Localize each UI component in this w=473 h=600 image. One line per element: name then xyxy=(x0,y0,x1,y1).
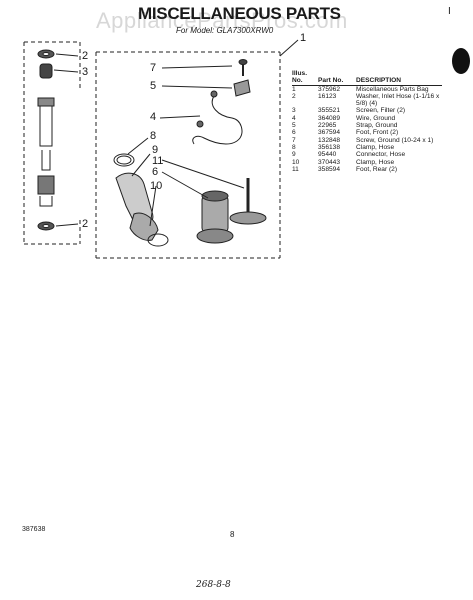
page-title: MISCELLANEOUS PARTS xyxy=(138,4,341,23)
parts-bag-frame xyxy=(23,41,281,259)
ground-screw xyxy=(238,59,248,76)
callout-1: 1 xyxy=(300,32,307,44)
handwritten-note: 268-8-8 xyxy=(196,580,231,590)
rear-foot xyxy=(229,178,267,225)
column-header-description: DESCRIPTION xyxy=(356,77,402,85)
watermark-logo: AppliancePartsPros.com xyxy=(96,8,348,33)
callout-3: 3 xyxy=(82,66,89,78)
callout-10: 10 xyxy=(150,180,163,192)
corner-mark: I xyxy=(448,6,451,17)
table-header: Illus. No. Part No. DESCRIPTION xyxy=(292,70,442,86)
column-header-illus: Illus. No. xyxy=(292,70,308,85)
callout-2-lower: 2 xyxy=(82,218,89,230)
callout-6: 6 xyxy=(152,166,159,178)
callout-11: 11 xyxy=(152,155,164,167)
model-line: For Model: GLA7300XRW0 xyxy=(176,26,274,35)
callout-2: 2 xyxy=(82,50,89,62)
inlet-hose xyxy=(37,49,55,231)
callout-5: 5 xyxy=(150,80,157,92)
page-number: 8 xyxy=(230,530,235,539)
front-foot xyxy=(196,190,234,244)
callout-9: 9 xyxy=(152,144,159,156)
callout-7: 7 xyxy=(150,62,157,74)
callout-4: 4 xyxy=(150,111,157,123)
ground-strap xyxy=(233,79,251,97)
punch-hole xyxy=(452,48,470,74)
column-header-part: Part No. xyxy=(318,77,344,85)
document-number: 387638 xyxy=(22,526,46,533)
ground-wire xyxy=(192,95,243,145)
callout-8: 8 xyxy=(150,130,157,142)
